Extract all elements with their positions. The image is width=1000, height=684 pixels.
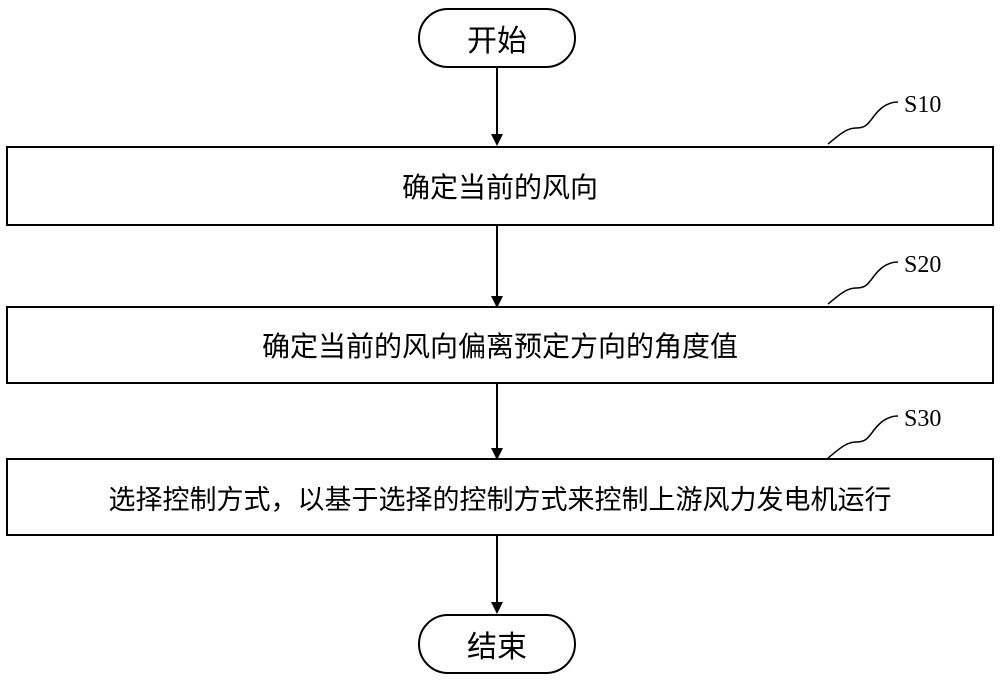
step-box-s20: 确定当前的风向偏离预定方向的角度值 [6, 306, 994, 384]
start-terminal: 开始 [418, 8, 576, 68]
step-label-s10: S10 [904, 92, 942, 118]
end-text: 结束 [467, 630, 527, 665]
leader-s30 [827, 415, 899, 459]
step-label-s30: S30 [904, 406, 942, 432]
step-box-s10: 确定当前的风向 [6, 146, 994, 226]
step-text-s20: 确定当前的风向偏离预定方向的角度值 [261, 330, 738, 363]
step-box-s30: 选择控制方式，以基于选择的控制方式来控制上游风力发电机运行 [6, 458, 994, 536]
start-text: 开始 [467, 24, 527, 59]
step-label-s20: S20 [904, 252, 942, 278]
end-terminal: 结束 [418, 614, 576, 674]
step-text-s30: 选择控制方式，以基于选择的控制方式来控制上游风力发电机运行 [108, 484, 892, 516]
leader-s10 [827, 101, 899, 145]
leader-s20 [827, 261, 899, 305]
step-text-s10: 确定当前的风向 [401, 171, 598, 204]
